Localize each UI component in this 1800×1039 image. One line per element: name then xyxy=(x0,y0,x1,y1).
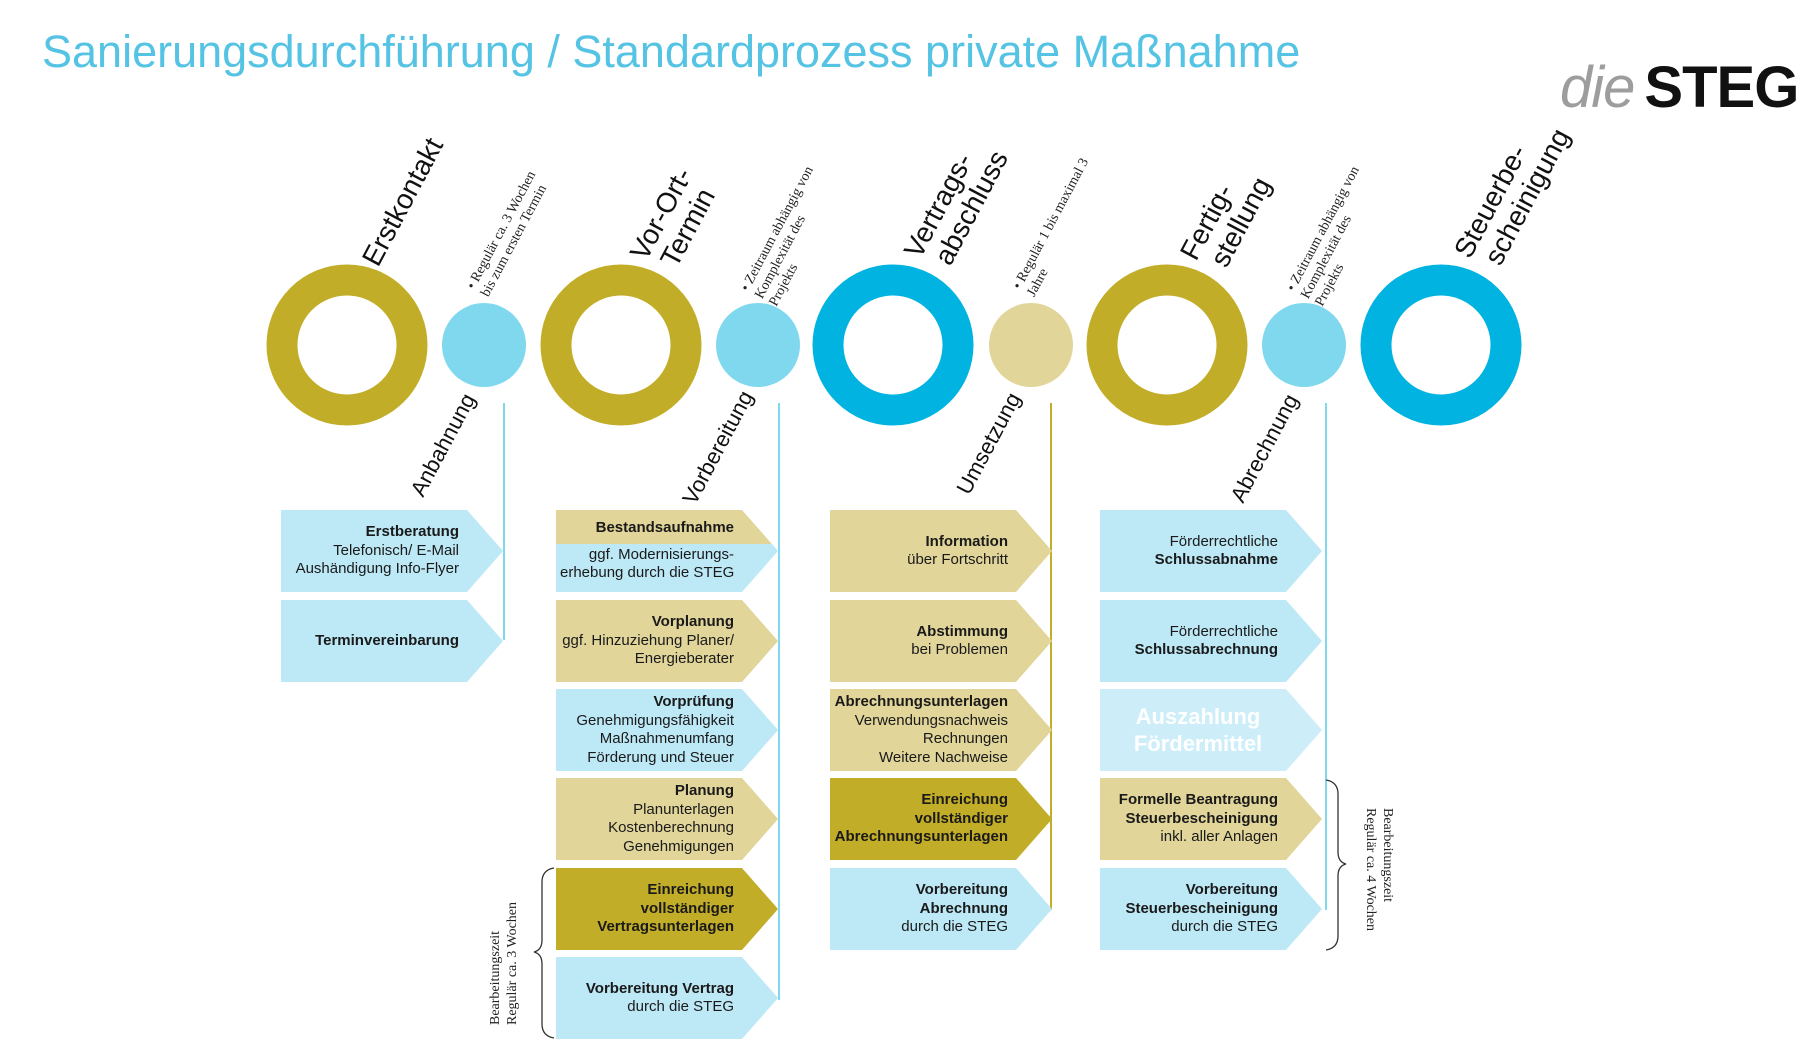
step-vorplanung: Vorplanung ggf. Hinzuziehung Planer/ Ene… xyxy=(556,600,778,682)
step-text: Förderung und Steuer xyxy=(587,748,734,766)
step-text: Weitere Nachweise xyxy=(879,748,1008,766)
step-title: Auszahlung xyxy=(1135,704,1261,729)
step-title: Schlussabrechnung xyxy=(1134,641,1278,658)
step-text: Verwendungsnachweis xyxy=(854,711,1008,729)
duration-note-2: • Zeitraum abhängig von Komplexität des … xyxy=(738,161,846,309)
step-title: Vorprüfung xyxy=(653,693,734,710)
step-information: Information über Fortschritt xyxy=(830,510,1052,592)
duration-note-4: • Zeitraum abhängig von Komplexität des … xyxy=(1284,161,1392,309)
step-title: Vorplanung xyxy=(651,613,734,631)
step-title: Terminvereinbarung xyxy=(315,631,459,649)
milestone-ring-steuerbescheinigung xyxy=(1360,264,1522,426)
step-planung: Planung Planunterlagen Kostenberechnung … xyxy=(556,778,778,860)
step-text: Genehmigungen xyxy=(623,837,734,855)
bracket-note-right: Bearbeitungszeit Regulär ca. 4 Wochen xyxy=(1363,808,1395,931)
step-abrechnungsunterlagen: Abrechnungsunterlagen Verwendungsnachwei… xyxy=(830,689,1052,771)
step-text: ggf. Modernisierungs- xyxy=(588,545,734,563)
step-text: bei Problemen xyxy=(911,641,1008,658)
step-title: Vorbereitung xyxy=(915,881,1008,899)
step-vorbereitung-abrechnung: Vorbereitung Abrechnung durch die STEG xyxy=(830,868,1052,950)
milestone-label-erstkontakt: Erstkontakt xyxy=(356,132,449,270)
step-vorbereitung-vertrag: Vorbereitung Vertrag durch die STEG xyxy=(556,957,778,1039)
logo-die: die xyxy=(1560,55,1635,120)
step-terminvereinbarung: Terminvereinbarung xyxy=(281,600,503,682)
step-title: Vorbereitung Vertrag xyxy=(585,979,734,997)
bracket-left xyxy=(533,867,555,1039)
logo-steg: STEG xyxy=(1644,55,1799,120)
milestone-label-steuerbescheinigung: Steuerbe- scheinigung xyxy=(1448,109,1576,277)
step-title: vollständiger xyxy=(914,809,1008,827)
step-text: inkl. aller Anlagen xyxy=(1160,828,1278,846)
step-title: Abrechnung xyxy=(919,899,1008,917)
phase-label-abrechnung: Abrechnung xyxy=(1225,390,1303,507)
step-bestandsaufnahme: Bestandsaufnahme ggf. Modernisierungs- e… xyxy=(556,510,778,592)
duration-dot-3 xyxy=(989,303,1073,387)
milestone-label-vertragsabschluss: Vertrags- abschluss xyxy=(898,131,1014,277)
duration-dot-1 xyxy=(442,303,526,387)
step-title: vollständiger xyxy=(640,899,734,917)
step-vorbereitung-steuerbescheinigung: Vorbereitung Steuerbescheinigung durch d… xyxy=(1100,868,1322,950)
bracket-note-left: Bearbeitungszeit Regulär ca. 3 Wochen xyxy=(488,902,520,1025)
step-title: Abstimmung xyxy=(916,622,1008,640)
step-text: ggf. Hinzuziehung Planer/ xyxy=(562,631,734,649)
step-title: Einreichung xyxy=(921,791,1008,809)
duration-note-1: • Regulär ca. 3 Wochen bis zum ersten Te… xyxy=(464,166,555,300)
milestone-ring-vor-ort-termin xyxy=(540,264,702,426)
duration-dot-2 xyxy=(716,303,800,387)
milestone-label-vor-ort-termin: Vor-Ort- Termin xyxy=(624,155,728,278)
step-text: Rechnungen xyxy=(922,730,1008,747)
step-einreichung-abrechnungsunterlagen: Einreichung vollständiger Abrechnungsunt… xyxy=(830,778,1052,860)
step-text: Förderrechtliche xyxy=(1169,532,1278,550)
page-title: Sanierungsdurchführung / Standardprozess… xyxy=(42,26,1301,77)
step-title: Vertragsunterlagen xyxy=(597,918,734,936)
phase-label-vorbereitung: Vorbereitung xyxy=(677,386,758,508)
step-text: erhebung durch die STEG xyxy=(560,564,735,581)
step-title: Information xyxy=(925,532,1008,550)
milestone-ring-fertigstellung xyxy=(1086,264,1248,426)
bracket-right xyxy=(1325,779,1347,951)
step-erstberatung: Erstberatung Telefonisch/ E-Mail Aushänd… xyxy=(281,510,503,592)
step-text: Förderrechtliche xyxy=(1169,622,1278,640)
step-title: Vorbereitung xyxy=(1185,881,1278,899)
step-title: Schlussabnahme xyxy=(1154,551,1278,568)
milestone-ring-vertragsabschluss xyxy=(812,264,974,426)
step-text: Kostenberechnung xyxy=(608,819,734,836)
step-schlussabnahme: Förderrechtliche Schlussabnahme xyxy=(1100,510,1322,592)
step-title: Planung xyxy=(674,782,734,799)
step-title: Abrechnungsunterlagen xyxy=(834,828,1008,846)
phase-label-anbahnung: Anbahnung xyxy=(405,389,480,500)
duration-dot-4 xyxy=(1262,303,1346,387)
step-title: Fördermittel xyxy=(1133,731,1263,756)
step-text: durch die STEG xyxy=(1171,918,1278,936)
step-text: Planunterlagen xyxy=(633,800,734,818)
step-title: Steuerbescheinigung xyxy=(1125,809,1278,827)
phase-label-umsetzung: Umsetzung xyxy=(951,388,1025,498)
step-text: Maßnahmenumfang xyxy=(599,730,734,747)
step-text: Aushändigung Info-Flyer xyxy=(295,560,459,578)
step-title: Einreichung xyxy=(647,881,734,899)
step-text: Genehmigungsfähigkeit xyxy=(576,711,734,729)
milestone-ring-erstkontakt xyxy=(266,264,428,426)
step-vorpruefung: Vorprüfung Genehmigungsfähigkeit Maßnahm… xyxy=(556,689,778,771)
duration-note-3: • Regulär 1 bis maximal 3 Jahre xyxy=(1010,153,1108,300)
step-text: durch die STEG xyxy=(627,998,734,1015)
step-title: Abrechnungsunterlagen xyxy=(834,693,1008,710)
step-text: durch die STEG xyxy=(901,918,1008,936)
step-title: Bestandsaufnahme xyxy=(595,519,734,536)
milestone-label-fertigstellung: Fertig- stellung xyxy=(1174,158,1277,279)
step-auszahlung-foerdermittel: Auszahlung Fördermittel xyxy=(1100,689,1322,771)
step-title: Steuerbescheinigung xyxy=(1125,899,1278,917)
step-formelle-beantragung: Formelle Beantragung Steuerbescheinigung… xyxy=(1100,778,1322,860)
step-schlussabrechnung: Förderrechtliche Schlussabrechnung xyxy=(1100,600,1322,682)
step-title: Formelle Beantragung xyxy=(1118,791,1278,809)
step-title: Erstberatung xyxy=(365,523,459,541)
step-text: Telefonisch/ E-Mail xyxy=(333,541,459,559)
step-abstimmung: Abstimmung bei Problemen xyxy=(830,600,1052,682)
step-einreichung-vertragsunterlagen: Einreichung vollständiger Vertragsunterl… xyxy=(556,868,778,950)
step-text: Energieberater xyxy=(634,650,734,668)
step-text: über Fortschritt xyxy=(907,551,1008,568)
